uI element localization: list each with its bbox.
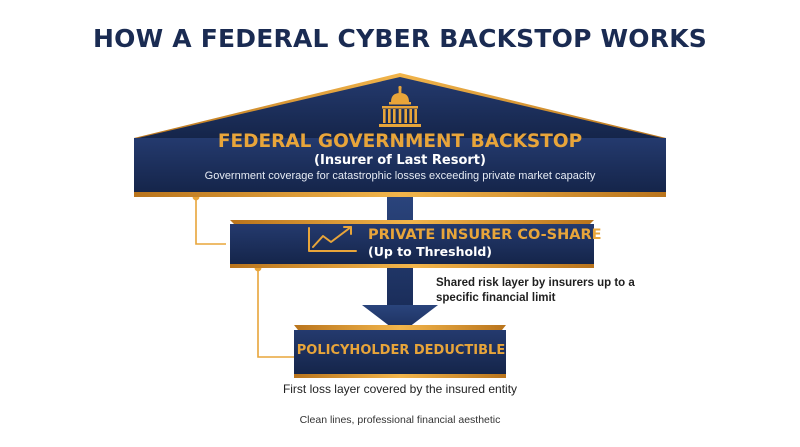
federal-tier-subtitle: (Insurer of Last Resort) <box>314 153 486 168</box>
connector-federal-private <box>195 197 226 245</box>
private-bar-gold-base <box>230 264 594 268</box>
capitol-building-icon <box>379 85 421 127</box>
private-tier-shape <box>230 220 594 268</box>
private-bar-top <box>230 220 594 224</box>
connector-lines <box>195 197 294 358</box>
federal-box-gold-base <box>134 192 666 197</box>
federal-tier-shape <box>134 73 666 197</box>
policyholder-bar <box>294 330 506 374</box>
policyholder-tier-shape <box>294 325 506 378</box>
page-title: HOW A FEDERAL CYBER BACKSTOP WORKS <box>93 24 707 53</box>
private-tier-description: Shared risk layer by insurers up to a sp… <box>436 277 635 304</box>
policyholder-tier-description: First loss layer covered by the insured … <box>282 382 518 396</box>
private-bar <box>230 224 594 264</box>
federal-box <box>134 138 666 192</box>
connector-private-policyholder <box>257 268 294 358</box>
federal-tier-title: FEDERAL GOVERNMENT BACKSTOP <box>217 131 583 152</box>
policyholder-bar-top <box>294 325 506 330</box>
private-tier-title: PRIVATE INSURER CO-SHARE <box>368 227 602 243</box>
footnote: Clean lines, professional financial aest… <box>299 414 501 426</box>
policyholder-bar-gold-base <box>294 374 506 378</box>
private-tier-subtitle: (Up to Threshold) <box>368 244 493 259</box>
rising-chart-icon <box>308 226 357 252</box>
policyholder-tier-title: POLICYHOLDER DEDUCTIBLE <box>296 343 506 358</box>
federal-tier-description: Government coverage for catastrophic los… <box>204 170 596 182</box>
